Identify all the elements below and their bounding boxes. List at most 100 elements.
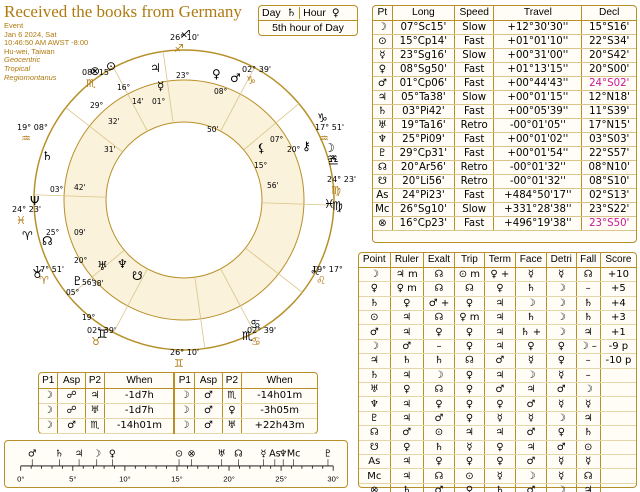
dignity-table-cell: ♀ xyxy=(454,324,485,340)
wheel-glyph-icon[interactable]: ♈ xyxy=(22,229,33,243)
wheel-glyph-icon[interactable]: ☿ xyxy=(157,79,164,93)
planet-table-row[interactable]: ♇29°Cp31'Fast+00°01'54''22°S57' xyxy=(373,146,636,161)
planet-table-row[interactable]: ⊗16°Cp23'Fast+496°19'38''23°S50' xyxy=(373,216,636,231)
dignity-table-row[interactable]: ♇♃♂♀☿☿☽♃ xyxy=(359,411,636,427)
wheel-glyph-icon[interactable]: ♏ xyxy=(242,329,253,343)
scale-tick-label: 10° xyxy=(119,474,131,483)
dignity-table-row[interactable]: Mc♃☊⊙☿☽☿☊ xyxy=(359,468,636,484)
dignity-table-cell: ☿ xyxy=(546,468,577,484)
aspect-table-row[interactable]: ☽☍♃-1d7h☽♂♏-14h01m xyxy=(39,388,317,404)
dignity-table-row[interactable]: ♂♃♀♀♃♄ +☽♃+1 xyxy=(359,324,636,340)
dignity-table-cell: ☊ xyxy=(423,267,456,283)
dignity-table-row[interactable]: ♀♀ m☊☊♀♄☽–+5 xyxy=(359,281,636,297)
dignity-table-cell: ♃ xyxy=(390,368,424,384)
planet-table-row[interactable]: ☋20°Li56'Retro-00°01'32''08°S10' xyxy=(373,174,636,189)
wheel-glyph-icon[interactable]: ♐ xyxy=(180,30,191,41)
house-cusp-label: 02° 39' xyxy=(247,326,276,335)
wheel-glyph-icon[interactable]: ♄ xyxy=(42,149,53,163)
planet-table-row[interactable]: ☿23°Sg16'Slow+00°31'00''20°S42' xyxy=(373,48,636,63)
house-cusp-label: 24° 23' xyxy=(12,205,41,214)
dignity-table-row[interactable]: ⊙♃☊♀ m♃♄☽♄+3 xyxy=(359,310,636,326)
dignity-table-cell: ♄ xyxy=(390,483,424,492)
wheel-glyph-icon[interactable]: ☽ xyxy=(324,141,335,155)
planet-table-row[interactable]: ♃05°Ta38'Slow+00°01'15''12°N18' xyxy=(373,90,636,105)
wheel-glyph-icon[interactable]: ♌ xyxy=(310,264,321,278)
dignity-table-cell: +4 xyxy=(600,296,636,312)
aspect-table-cell: -1d7h xyxy=(104,388,176,404)
house-cusp-sign-icon: ♋ xyxy=(251,335,261,348)
planet-table-row[interactable]: ♀08°Sg50'Fast+01°13'15''20°S00' xyxy=(373,62,636,77)
planet-table-row[interactable]: ♄03°Pi42'Fast+00°05'39''11°S39' xyxy=(373,104,636,119)
info-time: 10:46:50 AM AWST -8:00 xyxy=(4,38,89,48)
wheel-glyph-icon[interactable]: ♃ xyxy=(150,61,161,75)
dignity-table-row[interactable]: ♄♃☽♀♃☽☿– xyxy=(359,368,636,384)
planet-table-row[interactable]: ♅19°Ta16'Retro-00°01'05''17°N15' xyxy=(373,118,636,133)
planet-table-row[interactable]: ☊20°Ar56'Retro-00°01'32''08°N10' xyxy=(373,160,636,175)
wheel-degree-label: 03° xyxy=(50,185,64,194)
dignity-table-row[interactable]: ☋♀♄☿♀♃♂⊙ xyxy=(359,440,636,455)
wheel-glyph-icon[interactable]: ♊ xyxy=(97,327,108,341)
scale-planet-icon: ☊ xyxy=(234,448,243,459)
wheel-glyph-icon[interactable]: ♅ xyxy=(97,259,108,273)
planet-table-cell: 08°N10' xyxy=(581,160,636,175)
planet-table-row[interactable]: ☽07°Sc15'Slow+12°30'30''15°S16' xyxy=(373,20,636,35)
dignity-table-row[interactable]: ♃♄♄☊♂☿♀–-10 p xyxy=(359,353,636,369)
wheel-glyph-icon[interactable]: ☋ xyxy=(132,269,143,283)
dignity-table-row[interactable]: ☽♂–♀♃♀♀☽ –-9 p xyxy=(359,339,636,355)
house-cusp-line xyxy=(261,202,334,206)
dignity-table-row[interactable]: As♃♀♀♀♂☿☿ xyxy=(359,454,636,470)
dignity-table-row[interactable]: ☊♂⊙♃♃♂♀♄ xyxy=(359,425,636,441)
chart-info: Event Jan 6 2024, Sat 10:46:50 AM AWST -… xyxy=(4,21,89,82)
dignity-table-cell xyxy=(600,454,636,470)
dignity-table-cell: ☋ xyxy=(359,440,391,455)
chart-wheel[interactable]: 26° 10'♐02° 39'♑17° 51'♒24° 23'♍19° 17°♌… xyxy=(2,30,366,368)
wheel-glyph-icon[interactable]: ☊ xyxy=(42,234,53,248)
wheel-glyph-icon[interactable]: ♓ xyxy=(324,197,335,211)
planet-table-cell: ♂ xyxy=(373,76,393,91)
wheel-degree-label: 32' xyxy=(108,117,120,126)
dignity-table-cell: ♄ xyxy=(359,296,391,312)
aspect-table-row[interactable]: ☽♂♏-14h01m☽♂♅+22h43m xyxy=(39,418,317,434)
house-cusp-sign-icon: ♒ xyxy=(21,132,31,145)
wheel-glyph-icon[interactable]: ⚸ xyxy=(257,141,266,155)
wheel-glyph-icon[interactable]: ♍ xyxy=(332,199,343,213)
dignity-table-row[interactable]: ♅♀☊♀♂♃♂☽ xyxy=(359,382,636,398)
aspect-table-cell: ☽ xyxy=(174,388,196,404)
planet-table-cell: Fast xyxy=(454,62,495,77)
dignity-table-cell: ♄ xyxy=(576,425,601,441)
wheel-glyph-icon[interactable]: ♆ xyxy=(117,257,128,271)
wheel-glyph-icon[interactable]: ⚷ xyxy=(302,139,311,153)
planet-table-row[interactable]: ♂01°Cp06'Fast+00°44'43''24°S02' xyxy=(373,76,636,91)
wheel-glyph-icon[interactable]: ♋ xyxy=(250,317,261,331)
wheel-glyph-icon[interactable]: ♑ xyxy=(317,111,328,125)
planet-table-row[interactable]: ⊙15°Cp14'Fast+01°01'10''22°S34' xyxy=(373,34,636,49)
dignity-table-cell: +10 xyxy=(600,267,636,283)
wheel-glyph-icon[interactable]: ⊙ xyxy=(106,59,116,73)
wheel-glyph-icon[interactable]: ♉ xyxy=(32,267,43,281)
wheel-glyph-icon[interactable]: ♎ xyxy=(328,154,339,168)
house-cusp-line xyxy=(243,103,300,151)
dignity-table-row[interactable]: ♆♃♀♀♀♂☿☿ xyxy=(359,396,636,412)
wheel-glyph-icon[interactable]: ♇ xyxy=(72,274,83,288)
wheel-glyph-icon[interactable]: Ψ xyxy=(30,194,39,208)
planet-table-row[interactable]: ♆25°Pi09'Fast+00°01'02''03°S03' xyxy=(373,132,636,147)
dignity-table-row[interactable]: ☽♃ m☊⊙ m♀ +☿☿☊+10 xyxy=(359,267,636,283)
planet-table-cell: 05°Ta38' xyxy=(392,90,456,105)
dignity-table-cell: ♃ xyxy=(454,425,485,441)
dignity-table-cell: ♃ xyxy=(390,310,424,326)
dignity-table-row[interactable]: ⊗♄♂♀♄♂☽♃ xyxy=(359,483,636,492)
planet-table-cell: -00°01'05'' xyxy=(493,118,583,133)
house-cusp-sign-icon: ♊ xyxy=(174,357,184,368)
wheel-glyph-icon[interactable]: ♂ xyxy=(230,71,241,85)
wheel-glyph-icon[interactable]: ♒ xyxy=(327,151,338,165)
wheel-degree-label: 38' xyxy=(92,279,104,288)
dignity-table-cell: ☊ xyxy=(576,267,601,283)
dignity-table-row[interactable]: ♄♀♂ +♀♃☽☽♄+4 xyxy=(359,296,636,312)
wheel-glyph-icon[interactable]: ♀ xyxy=(212,67,221,81)
aspect-table-row[interactable]: ☽☍♅-1d7h☽♂♀-3h05m xyxy=(39,403,317,419)
wheel-glyph-icon[interactable]: ⊗ xyxy=(90,64,100,78)
aspect-table-header: P2 xyxy=(85,373,106,389)
dignity-table-cell: ♆ xyxy=(359,396,391,412)
